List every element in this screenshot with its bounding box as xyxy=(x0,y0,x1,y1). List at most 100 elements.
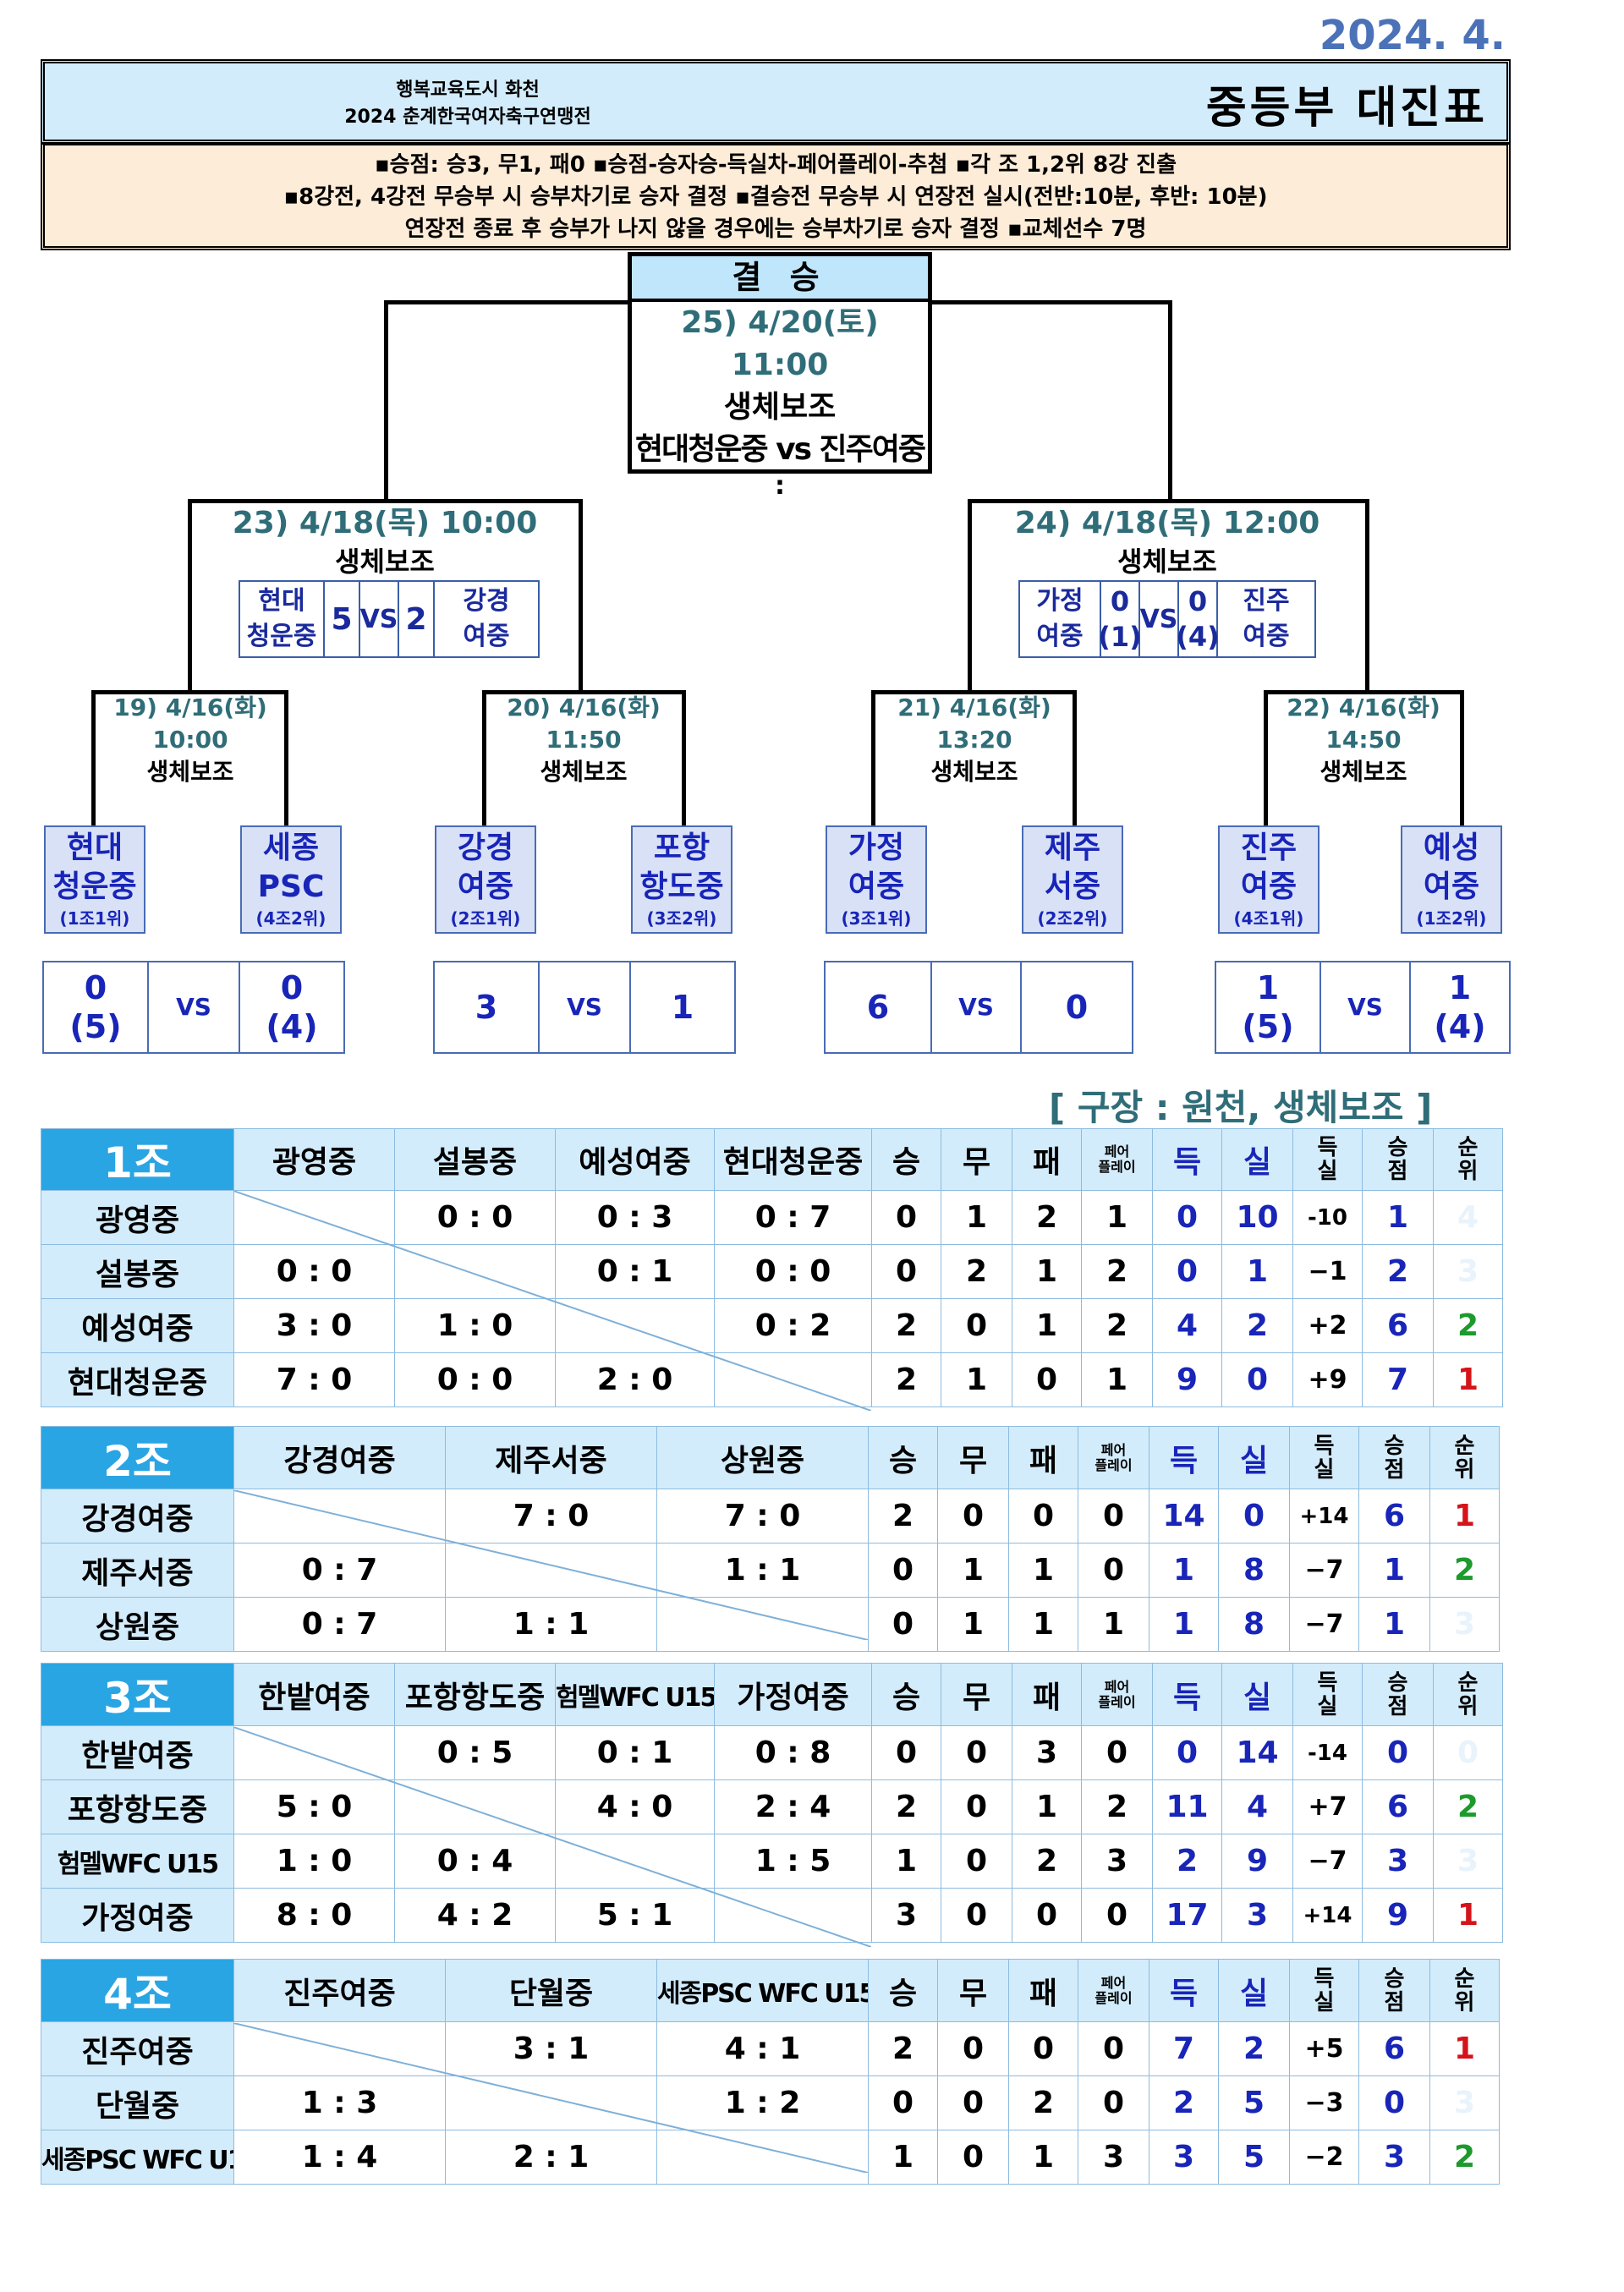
header-goals-for: 득 xyxy=(1152,1128,1222,1191)
stat-w: 3 xyxy=(871,1888,941,1943)
stat-ga: 8 xyxy=(1218,1597,1290,1652)
match-result: 0 : 5 xyxy=(394,1725,556,1780)
stat-d: 0 xyxy=(941,1725,1012,1780)
stat-w: 0 xyxy=(868,2075,938,2130)
header-losses: 패 xyxy=(1008,1959,1078,2022)
header-draws: 무 xyxy=(941,1663,1012,1726)
semi-vs: VS xyxy=(360,582,399,656)
header-losses: 패 xyxy=(1008,1426,1078,1489)
stat-gd: −7 xyxy=(1289,1597,1359,1652)
stat-l: 2 xyxy=(1008,2075,1078,2130)
stat-w: 0 xyxy=(871,1244,941,1299)
team-name: 광영중 xyxy=(41,1190,234,1245)
match-result: 7 : 0 xyxy=(233,1352,395,1407)
stat-rank: 2 xyxy=(1433,1779,1503,1834)
stat-w: 0 xyxy=(871,1725,941,1780)
match-result: 0 : 1 xyxy=(555,1725,715,1780)
event-name: 2024 춘계한국여자축구연맹전 xyxy=(344,107,591,128)
header-wins: 승 xyxy=(868,1426,938,1489)
group-label: 3조 xyxy=(41,1663,234,1726)
header-goals-against: 실 xyxy=(1221,1663,1293,1726)
team-name: 현대청운중 xyxy=(41,1352,234,1407)
stat-rank: 2 xyxy=(1433,1298,1503,1353)
match-result: 8 : 0 xyxy=(233,1888,395,1943)
qf-scorebox: 0(5) VS 0(4) xyxy=(42,961,345,1054)
stat-ga: 0 xyxy=(1221,1352,1293,1407)
match-result xyxy=(233,1190,395,1245)
stat-w: 1 xyxy=(871,1834,941,1889)
opponent-header: 강경여중 xyxy=(233,1426,446,1489)
stat-w: 2 xyxy=(868,2021,938,2076)
stat-gf: 4 xyxy=(1152,1298,1222,1353)
qf-scorebox: 1(5) VS 1(4) xyxy=(1215,961,1511,1054)
diagonal-line xyxy=(233,2023,868,2173)
stat-fp: 2 xyxy=(1081,1779,1153,1834)
stat-gd: −3 xyxy=(1289,2075,1359,2130)
stat-ga: 5 xyxy=(1218,2130,1290,2185)
opponent-header: 예성여중 xyxy=(555,1128,715,1191)
header-wins: 승 xyxy=(871,1128,941,1191)
stat-l: 0 xyxy=(1012,1352,1082,1407)
stat-pts: 6 xyxy=(1362,1779,1434,1834)
stat-fp: 0 xyxy=(1078,2021,1149,2076)
stat-w: 2 xyxy=(868,1489,938,1544)
header-goals-for: 득 xyxy=(1152,1663,1222,1726)
semi-vs: VS xyxy=(1140,582,1179,656)
stat-gd: −7 xyxy=(1289,1543,1359,1598)
stat-gd: +9 xyxy=(1292,1352,1363,1407)
stat-w: 2 xyxy=(871,1779,941,1834)
match-result: 0 : 0 xyxy=(394,1190,556,1245)
diagonal-divider xyxy=(233,1490,868,1640)
stat-rank: 2 xyxy=(1429,1543,1500,1598)
stat-fp: 1 xyxy=(1081,1352,1153,1407)
opponent-header: 제주서중 xyxy=(445,1426,657,1489)
opponent-header: 포항항도중 xyxy=(394,1663,556,1726)
match-result: 1 : 1 xyxy=(656,1543,869,1598)
match-result xyxy=(656,1597,869,1652)
match-result xyxy=(555,1834,715,1889)
stat-d: 0 xyxy=(941,1834,1012,1889)
stat-ga: 4 xyxy=(1221,1779,1293,1834)
stat-gf: 11 xyxy=(1152,1779,1222,1834)
diagonal-divider xyxy=(233,2023,868,2173)
match-result: 0 : 7 xyxy=(714,1190,872,1245)
semi-venue: 생체보조 xyxy=(1117,546,1217,578)
stat-w: 0 xyxy=(868,1597,938,1652)
stat-l: 0 xyxy=(1008,2021,1078,2076)
stat-fp: 3 xyxy=(1078,2130,1149,2185)
venue-note: [ 구장 : 원천, 생체보조 ] xyxy=(1049,1087,1433,1128)
team-name: 상원중 xyxy=(41,1597,234,1652)
match-result: 0 : 1 xyxy=(555,1244,715,1299)
stat-rank: 1 xyxy=(1433,1352,1503,1407)
stat-ga: 0 xyxy=(1218,1489,1290,1544)
page-title: 중등부 대진표 xyxy=(1205,83,1488,134)
team-name: 단월중 xyxy=(41,2075,234,2130)
stat-l: 2 xyxy=(1012,1190,1082,1245)
stat-gd: −2 xyxy=(1289,2130,1359,2185)
opponent-header: 상원중 xyxy=(656,1426,869,1489)
stat-gd: +7 xyxy=(1292,1779,1363,1834)
opponent-header: 세종PSC WFC U15 xyxy=(656,1959,869,2022)
match-result: 0 : 3 xyxy=(555,1190,715,1245)
semi-score-1: 0(1) xyxy=(1098,582,1142,656)
stat-w: 1 xyxy=(868,2130,938,2185)
stat-rank: 3 xyxy=(1433,1244,1503,1299)
diagonal-divider xyxy=(233,1727,871,1947)
